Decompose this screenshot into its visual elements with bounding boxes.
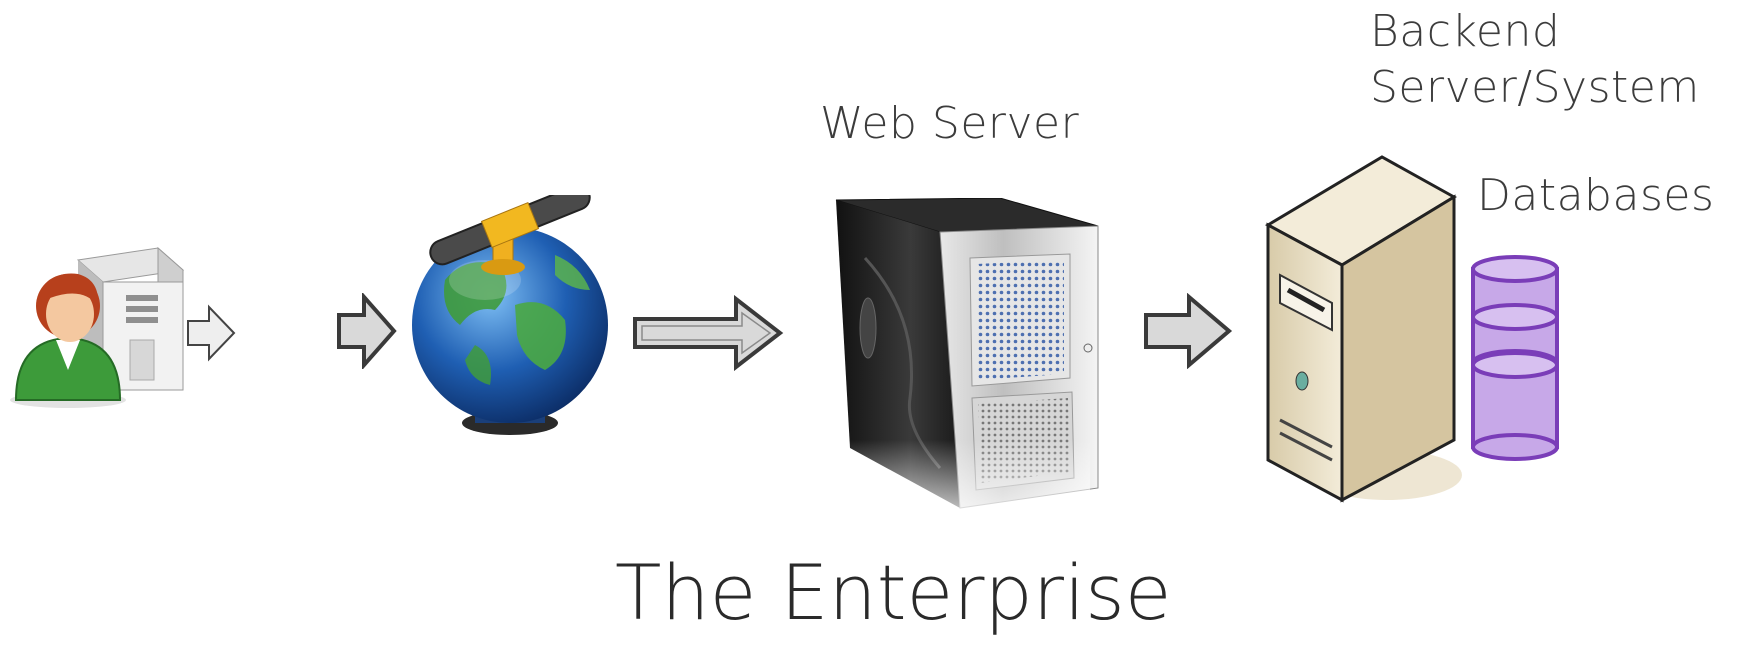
arrow-icon (1143, 293, 1233, 369)
backend-server-icon (1262, 155, 1462, 515)
web-server-tower-icon (830, 198, 1110, 558)
database-stack (1465, 255, 1565, 475)
arrow-icon (632, 295, 784, 371)
reflection-fade (790, 440, 1090, 590)
databases-label: Databases (1477, 170, 1715, 221)
database-cylinder-icon (1471, 351, 1559, 461)
arrow-icon (336, 293, 398, 369)
backend-label-line1: Backend (1370, 6, 1561, 57)
enterprise-title: The Enterprise (615, 548, 1172, 637)
backend-label-line2: Server/System (1370, 62, 1700, 113)
user-computer-icon (8, 240, 188, 410)
internet-globe-icon (405, 195, 615, 445)
web-server-label: Web Server (820, 98, 1080, 149)
arrow-icon (185, 303, 237, 363)
